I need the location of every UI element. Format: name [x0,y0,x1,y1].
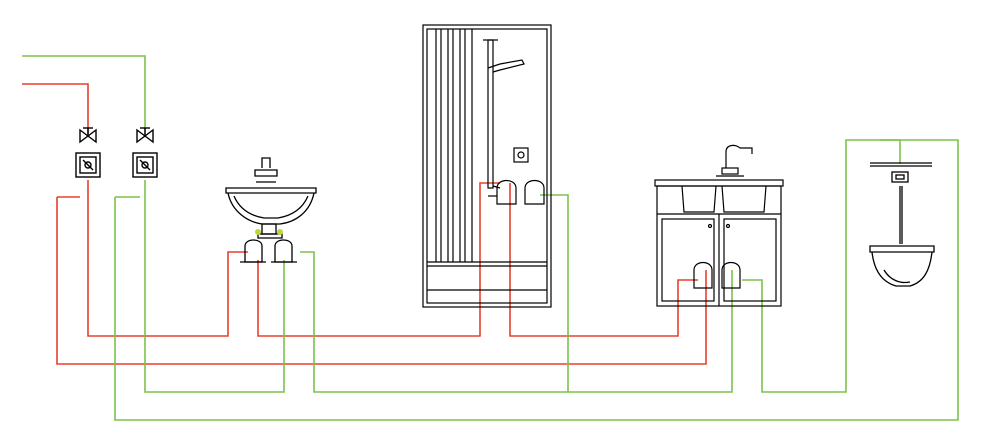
shower-cabin[interactable] [422,24,552,308]
cold-line-shower [540,194,569,392]
wall-hung-toilet[interactable] [869,162,935,287]
cold-line-washbasin [144,180,285,393]
shutoff-valve-hot[interactable] [79,127,97,144]
water-meter-icon [75,152,101,178]
washbasin-outlet-dot-right [277,229,283,235]
cold-line-toilet [880,139,901,164]
shutoff-valve-cold[interactable] [136,127,154,144]
kitchen-sink-cabinet[interactable] [654,144,784,307]
cold-line-basin-right [300,251,733,393]
hot-main-supply [22,83,89,134]
washbasin-outlet-dot-left [255,229,261,235]
water-meter-cold[interactable] [132,152,158,178]
cold-line-outer-loop [114,139,959,421]
hot-line-washbasin-outer [87,180,248,337]
hot-water-pipes [22,83,707,365]
hot-line-basin-branch [257,182,500,337]
shutoff-valve-icon [136,127,154,144]
cold-water-pipes [22,55,959,421]
kitchen-sink-icon [654,144,784,307]
shower-cabin-icon [422,24,552,308]
washbasin-icon [225,157,317,263]
hot-line-shower-riser [509,183,698,337]
washbasin[interactable] [225,157,317,263]
hot-line-shower [56,197,707,365]
water-meter-icon [132,152,158,178]
wall-hung-toilet-icon [869,162,935,287]
water-meter-hot[interactable] [75,152,101,178]
cold-main-supply [22,55,146,134]
shutoff-valve-icon [79,127,97,144]
